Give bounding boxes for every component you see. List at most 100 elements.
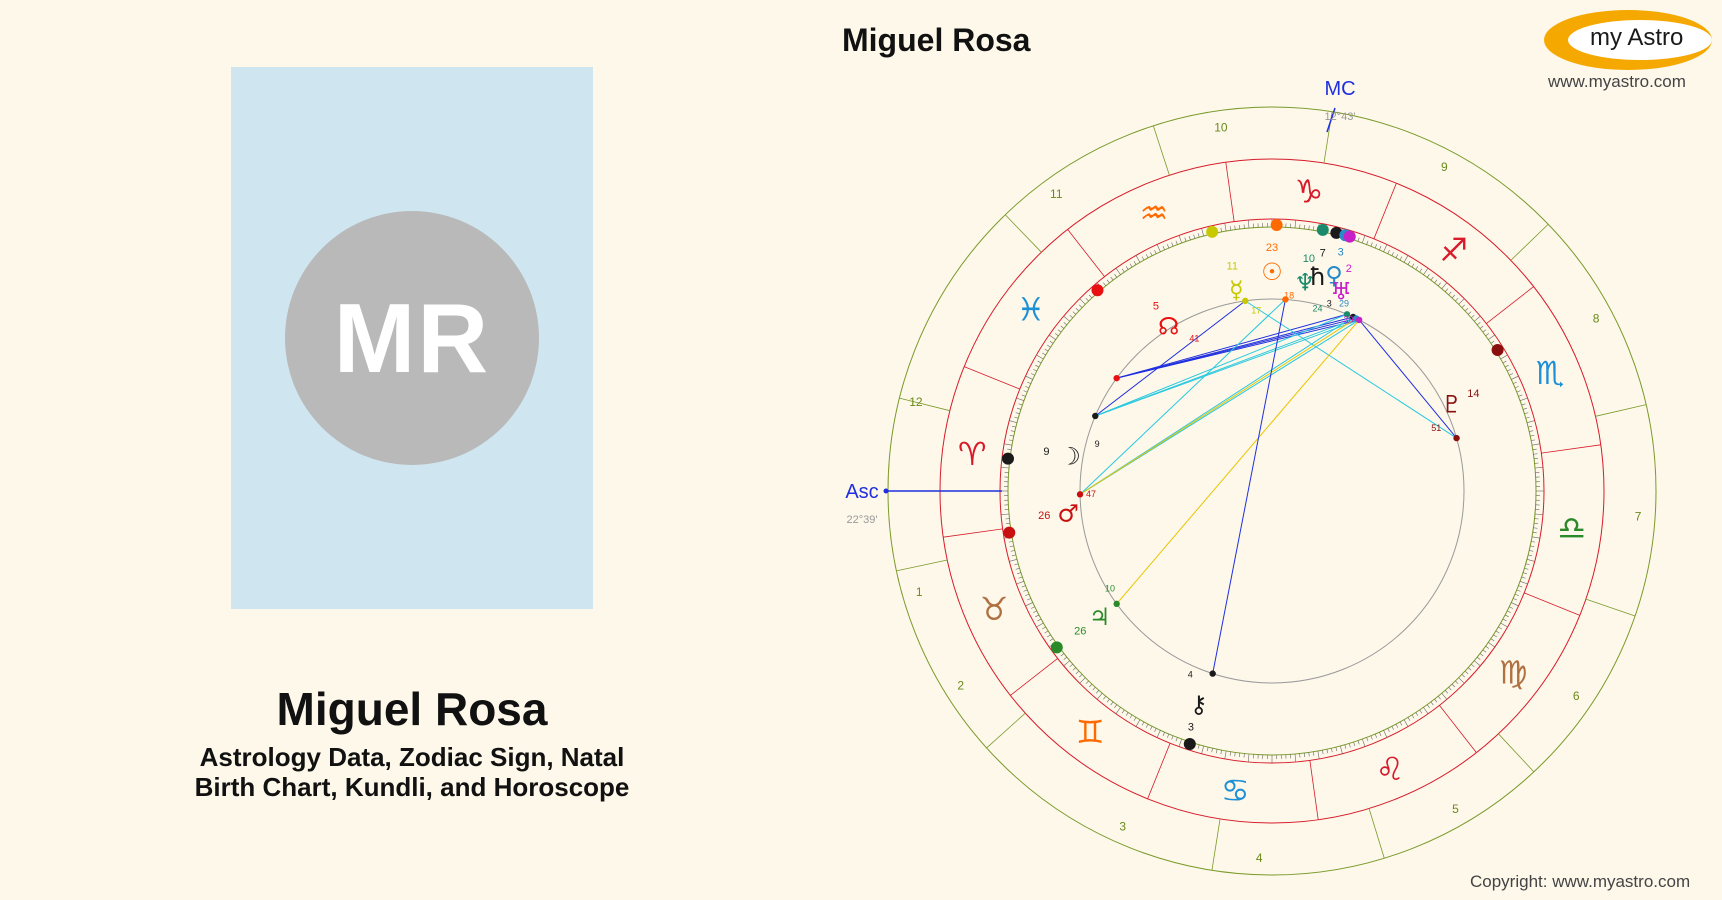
degree-tick [1072,667,1077,671]
degree-tick [1441,693,1448,700]
degree-tick [1085,680,1089,684]
degree-tick [1025,386,1030,389]
moon-minute: 9 [1095,439,1100,449]
aspect-line-jupiter-uranus [1116,319,1360,605]
degree-tick [1021,394,1026,397]
degree-tick [1423,707,1429,714]
person-description: Astrology Data, Zodiac Sign, Natal Birth… [130,742,694,802]
planets: ☉2318☿1117♆1024ħ73♀329♅239☊541♇1451☽99♂2… [1001,219,1504,750]
degree-tick [1167,244,1170,249]
degree-tick [1522,407,1527,410]
degree-tick [1033,369,1037,372]
degree-tick [1529,430,1534,432]
house-cusp-line [1368,808,1385,859]
degree-tick [1395,723,1399,728]
degree-tick [1001,466,1010,469]
degree-tick [1415,266,1419,270]
degree-tick [1485,333,1489,337]
degree-tick [1047,634,1051,638]
degree-tick [1063,322,1068,326]
degree-tick [1340,745,1343,754]
degree-tick [1387,728,1390,733]
degree-tick [1308,752,1310,757]
degree-tick [1344,744,1347,749]
degree-tick [1379,732,1382,736]
degree-tick [1464,670,1469,674]
degree-tick [1294,220,1297,229]
house-number: 1 [916,585,923,599]
degree-tick [1009,559,1018,562]
degree-tick [1403,255,1409,263]
aspect-line-moon-mercury [1094,300,1246,417]
degree-tick [1426,704,1430,708]
leo-sign-icon: ♌ [1376,750,1405,788]
degree-tick [1129,714,1133,719]
degree-tick [1467,667,1472,671]
degree-tick [1049,334,1056,340]
degree-tick [1095,690,1100,694]
degree-tick [1326,749,1329,754]
degree-tick [1079,677,1086,684]
taurus-sign-icon: ♉ [980,590,1009,628]
degree-tick [1511,602,1519,607]
degree-tick [1037,618,1042,622]
moon-icon: ☽ [1059,442,1081,470]
degree-tick [1419,709,1423,714]
pluto-aspect-dot [1453,434,1460,442]
uranus-aspect-dot [1355,316,1363,324]
degree-tick [1206,747,1209,752]
degree-tick [1175,240,1178,245]
degree-tick [1114,704,1118,708]
venus-minute: 29 [1339,298,1349,308]
degree-tick [1037,360,1042,364]
sign-boundary [1309,760,1319,820]
degree-tick [1524,567,1529,570]
degree-tick [1467,311,1472,315]
degree-tick [1201,228,1204,237]
pluto-icon: ♇ [1441,390,1463,418]
degree-tick [1103,695,1107,700]
degree-tick [1395,254,1399,259]
degree-tick [1010,430,1015,432]
degree-tick [1524,412,1529,415]
house-cusps [896,111,1647,871]
jupiter-position-dot [1050,641,1063,654]
degree-tick [1423,268,1429,275]
sun-position-dot [1270,219,1283,232]
house-number: 6 [1573,689,1580,703]
degree-tick [1448,291,1452,296]
myastro-logo[interactable]: my Astro [1544,10,1712,70]
degree-tick [1215,749,1218,754]
mars-position-dot [1003,526,1016,539]
logo-inner [1568,20,1712,60]
degree-tick [1370,242,1373,247]
site-url[interactable]: www.myastro.com [1548,72,1686,91]
degree-tick [1063,315,1070,322]
degree-tick [1335,747,1338,752]
pluto-degree: 14 [1467,388,1479,400]
degree-tick [1519,581,1528,585]
degree-tick [1411,714,1415,719]
gemini-sign-icon: ♊ [1076,713,1105,751]
chart-title: Miguel Rosa [842,22,1031,58]
avatar-initials: MR [333,282,491,393]
degree-tick [1055,333,1059,337]
degree-tick [1430,276,1434,281]
degree-tick [1533,527,1538,529]
degree-tick [1069,663,1073,668]
degree-tick [1171,242,1174,247]
house-cusp-line [1004,214,1042,253]
zodiac-signs: ♑♐♏♎♍♌♋♊♉♈♓♒ [958,172,1586,809]
house-cusp-line [1585,598,1636,617]
degree-tick [1135,255,1141,263]
sagittarius-sign-icon: ♐ [1439,231,1468,269]
sign-boundary [1541,444,1601,454]
degree-tick [1474,660,1481,667]
degree-tick [1075,670,1080,674]
degree-tick [1156,730,1161,738]
degree-tick [1247,753,1250,762]
degree-tick [1011,425,1016,428]
aspect-line-mars-venus [1079,318,1357,495]
sign-boundary [1439,705,1477,753]
degree-tick [1008,541,1013,543]
